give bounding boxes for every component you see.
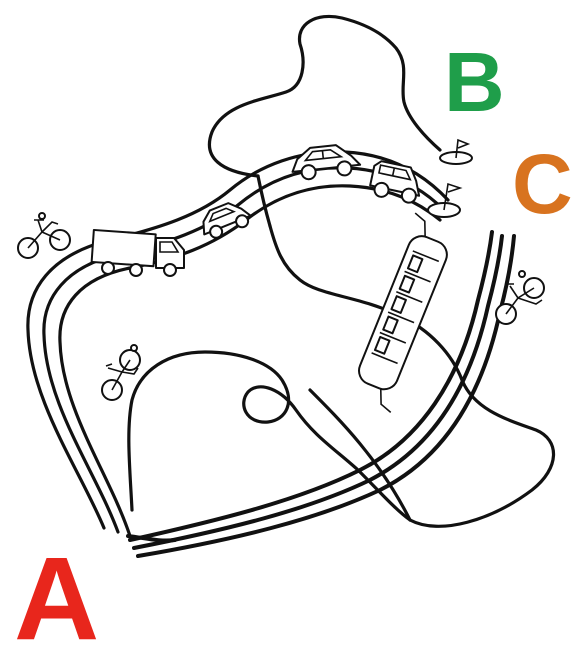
van-icon bbox=[368, 160, 424, 205]
car-icon bbox=[290, 143, 361, 181]
label-c: C bbox=[512, 142, 573, 226]
bicycle-icon bbox=[18, 213, 70, 258]
label-b: B bbox=[444, 40, 505, 124]
flag-icon bbox=[440, 140, 472, 164]
label-a: A bbox=[14, 540, 99, 650]
road-a-to-c bbox=[128, 232, 514, 556]
bus-icon bbox=[343, 213, 464, 412]
truck-icon bbox=[92, 230, 184, 276]
